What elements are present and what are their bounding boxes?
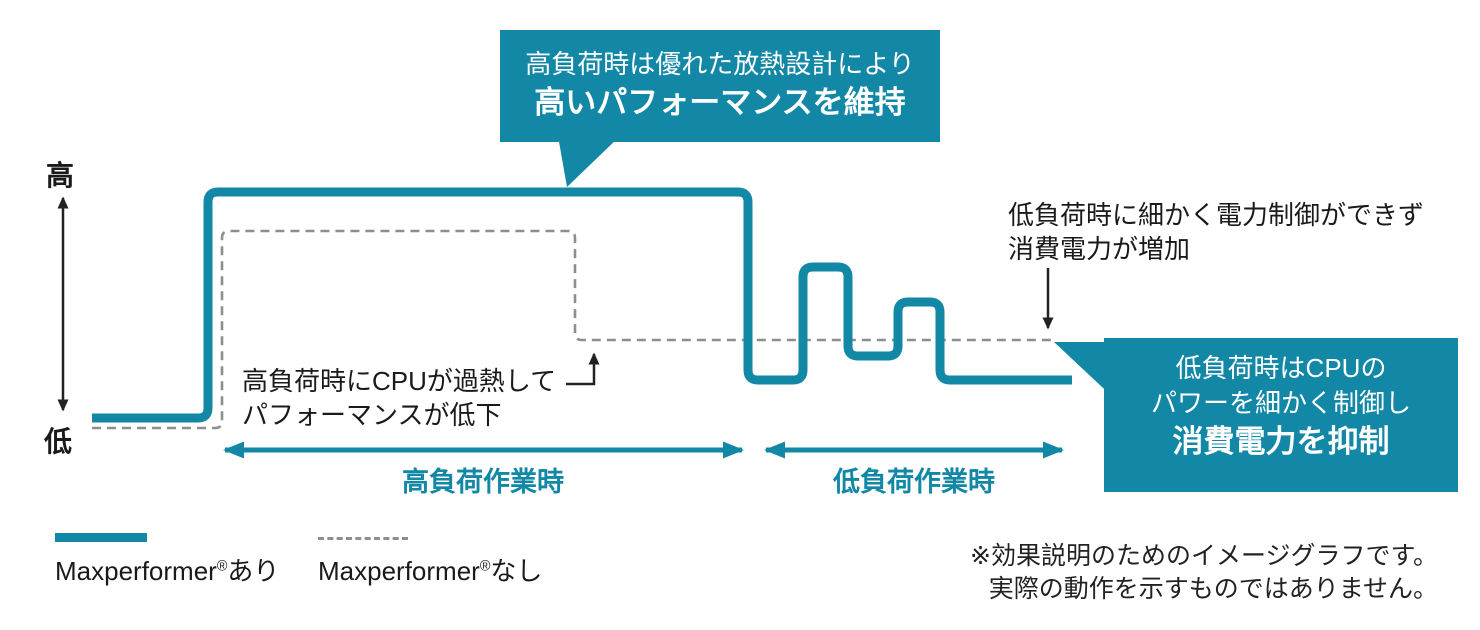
right-callout-line3: 消費電力を抑制	[1172, 424, 1390, 460]
disclaimer-line2: 実際の動作を示すものではありません。	[988, 574, 1438, 603]
axis-low-label: 低	[44, 426, 73, 457]
top-callout: 高負荷時は優れた放熱設計により 高いパフォーマンスを維持	[500, 30, 940, 142]
zone-label-low-load: 低負荷作業時	[833, 467, 995, 497]
top-callout-line2: 高いパフォーマンスを維持	[534, 85, 906, 121]
registered-mark-icon: ®	[216, 558, 228, 575]
overheat-annotation-line1: 高負荷時にCPUが過熱して	[242, 366, 557, 396]
top-callout-tail	[558, 136, 620, 187]
legend-without-brand: Maxperformer	[318, 556, 480, 586]
power-annotation-line2: 消費電力が増加	[1008, 234, 1191, 265]
overheat-annotation-arrow	[566, 352, 600, 386]
legend-with-suffix: あり	[227, 556, 280, 586]
overheat-annotation-line2: パフォーマンスが低下	[242, 400, 502, 431]
disclaimer-line1: ※効果説明のためのイメージグラフです。	[970, 542, 1438, 570]
legend-with-brand: Maxperformer	[55, 556, 217, 586]
series-with-maxperformer-line	[92, 187, 1072, 423]
right-callout-line1: 低負荷時はCPUの	[1175, 353, 1387, 383]
top-callout-line1: 高負荷時は優れた放熱設計により	[525, 49, 915, 79]
zone-label-high-load: 高負荷作業時	[402, 467, 564, 497]
overheat-annotation: 高負荷時にCPUが過熱して パフォーマンスが低下	[242, 364, 556, 433]
disclaimer: ※効果説明のためのイメージグラフです。 実際の動作を示すものではありません。	[970, 540, 1438, 605]
axis-high-label: 高	[46, 160, 75, 191]
legend-without-suffix: なし	[490, 556, 543, 586]
legend-label-with: Maxperformer®あり	[55, 551, 279, 588]
power-annotation: 低負荷時に細かく電力制御ができず 消費電力が増加	[1008, 198, 1424, 267]
right-callout-tail	[1054, 342, 1118, 402]
series-without-maxperformer-line	[92, 229, 1054, 430]
legend-swatch-dashed	[318, 537, 408, 540]
registered-mark-icon: ®	[479, 558, 491, 575]
right-callout-line2: パワーを細かく制御し	[1150, 388, 1411, 419]
legend-swatch-solid	[55, 533, 147, 542]
power-annotation-line1: 低負荷時に細かく電力制御ができず	[1008, 200, 1425, 230]
right-callout: 低負荷時はCPUの パワーを細かく制御し 消費電力を抑制	[1104, 338, 1458, 492]
legend-label-without: Maxperformer®なし	[318, 551, 542, 588]
